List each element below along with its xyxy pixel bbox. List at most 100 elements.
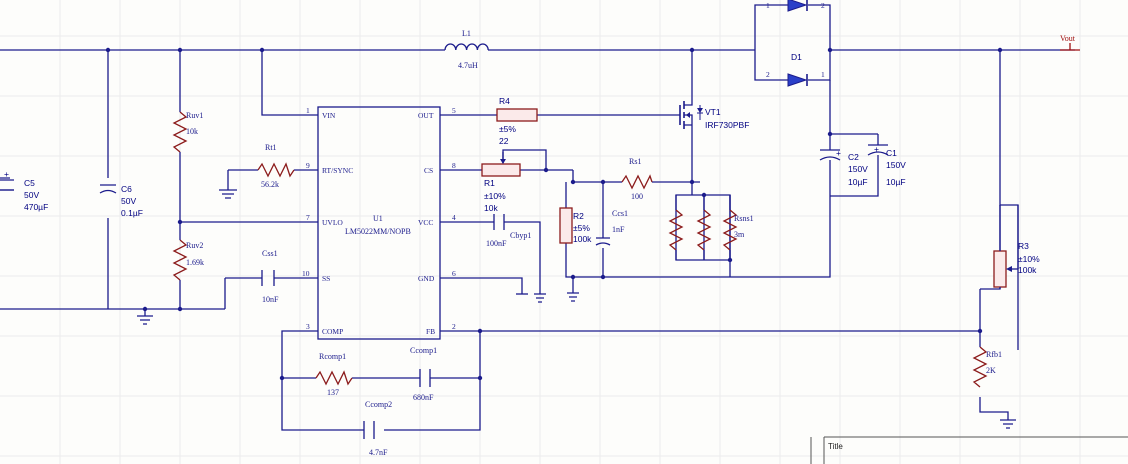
r4-value: 22 bbox=[499, 136, 509, 146]
pin-rt-sync: RT/SYNC bbox=[322, 166, 353, 175]
pin-out: OUT bbox=[418, 111, 434, 120]
wires bbox=[0, 4, 1075, 431]
diode-d1[interactable] bbox=[787, 0, 808, 87]
resistor-ruv1[interactable] bbox=[172, 111, 188, 153]
capacitor-c6[interactable] bbox=[99, 184, 117, 194]
vout-label: Vout bbox=[1060, 34, 1076, 43]
pin-num-9: 9 bbox=[306, 161, 310, 170]
rfb1-ref: Rfb1 bbox=[986, 350, 1002, 359]
r2-value: 100k bbox=[573, 234, 592, 244]
vout-netlabel[interactable] bbox=[1060, 43, 1080, 51]
resistor-r4[interactable] bbox=[496, 108, 538, 122]
d1-ref: D1 bbox=[791, 52, 802, 62]
rt1-value: 56.2k bbox=[261, 180, 279, 189]
rsns1-ref: Rsns1 bbox=[734, 214, 754, 223]
capacitor-c2[interactable] bbox=[819, 149, 841, 165]
pin-num-8: 8 bbox=[452, 161, 456, 170]
c6-ref: C6 bbox=[121, 184, 132, 194]
capacitor-c1[interactable] bbox=[867, 144, 889, 175]
capacitor-c5[interactable] bbox=[0, 179, 14, 191]
pin-num-1: 1 bbox=[306, 106, 310, 115]
pin-cs: CS bbox=[424, 166, 433, 175]
l1-value: 4.7uH bbox=[458, 61, 478, 70]
ruv2-value: 1.69k bbox=[186, 258, 204, 267]
ccomp1-value: 680nF bbox=[413, 393, 434, 402]
d1-pin-b: 2 bbox=[821, 1, 825, 10]
r4-tolerance: ±5% bbox=[499, 124, 516, 134]
rsns-leads bbox=[675, 195, 731, 260]
ccomp1-ref: Ccomp1 bbox=[410, 346, 437, 355]
ruv1-value: 10k bbox=[186, 127, 198, 136]
c5-plus: + bbox=[4, 169, 9, 179]
pin-num-5: 5 bbox=[452, 106, 456, 115]
c1-value: 10µF bbox=[886, 177, 906, 187]
title-label: Title bbox=[828, 442, 843, 451]
resistor-rsns1[interactable] bbox=[668, 209, 738, 251]
ccs1-ref: Ccs1 bbox=[612, 209, 628, 218]
rt1-ref: Rt1 bbox=[265, 143, 277, 152]
r4-ref: R4 bbox=[499, 96, 510, 106]
pin-num-10: 10 bbox=[302, 269, 310, 278]
r2-ref: R2 bbox=[573, 211, 584, 221]
pin-comp: COMP bbox=[322, 327, 343, 336]
pin-gnd: GND bbox=[418, 274, 435, 283]
c1-plus: + bbox=[874, 144, 879, 154]
c1-ref: C1 bbox=[886, 148, 897, 158]
l1-ref: L1 bbox=[462, 29, 471, 38]
r2-tolerance: ±5% bbox=[573, 223, 590, 233]
pin-vcc: VCC bbox=[418, 218, 433, 227]
r1-ref: R1 bbox=[484, 178, 495, 188]
pin-num-3: 3 bbox=[306, 322, 310, 331]
resistor-r2[interactable] bbox=[559, 207, 573, 244]
rcomp1-ref: Rcomp1 bbox=[319, 352, 346, 361]
c1-voltage: 150V bbox=[886, 160, 906, 170]
potentiometer-r1[interactable] bbox=[481, 152, 521, 177]
capacitor-cbyp1[interactable] bbox=[493, 214, 505, 230]
r3-ref: R3 bbox=[1018, 241, 1029, 251]
resistor-rs1[interactable] bbox=[621, 174, 653, 190]
pin-fb: FB bbox=[426, 327, 435, 336]
c2-value: 10µF bbox=[848, 177, 868, 187]
ruv2-ref: Ruv2 bbox=[186, 241, 203, 250]
rcomp1-value: 137 bbox=[327, 388, 339, 397]
resistor-rfb1[interactable] bbox=[972, 346, 988, 388]
rs1-ref: Rs1 bbox=[629, 157, 641, 166]
ccomp2-value: 4.7nF bbox=[369, 448, 388, 457]
resistor-rcomp1[interactable] bbox=[315, 370, 353, 386]
c5-value: 470µF bbox=[24, 202, 48, 212]
ground-symbols bbox=[137, 189, 1016, 429]
d1-pin-a: 1 bbox=[766, 1, 770, 10]
pin-num-6: 6 bbox=[452, 269, 456, 278]
capacitor-css1[interactable] bbox=[261, 270, 275, 286]
resistor-ruv2[interactable] bbox=[172, 239, 188, 281]
ruv1-ref: Ruv1 bbox=[186, 111, 203, 120]
ccs1-value: 1nF bbox=[612, 225, 625, 234]
pin-num-7: 7 bbox=[306, 213, 310, 222]
vt1-part: IRF730PBF bbox=[705, 120, 749, 130]
pin-num-2: 2 bbox=[452, 322, 456, 331]
d2-pin-b: 1 bbox=[821, 70, 825, 79]
potentiometer-r3[interactable] bbox=[993, 250, 1018, 288]
resistor-rt1[interactable] bbox=[257, 162, 295, 178]
c2-voltage: 150V bbox=[848, 164, 868, 174]
ccomp2-ref: Ccomp2 bbox=[365, 400, 392, 409]
pin-uvlo: UVLO bbox=[322, 218, 343, 227]
r3-tolerance: ±10% bbox=[1018, 254, 1040, 264]
c2-ref: C2 bbox=[848, 152, 859, 162]
c6-voltage: 50V bbox=[121, 196, 136, 206]
c6-value: 0.1µF bbox=[121, 208, 143, 218]
u1-ref: U1 bbox=[373, 214, 383, 223]
capacitor-ccs1[interactable] bbox=[595, 237, 611, 246]
cbyp1-value: 100nF bbox=[486, 239, 507, 248]
ic-u1[interactable] bbox=[317, 106, 441, 340]
title-block bbox=[810, 436, 1128, 464]
c2-plus: + bbox=[836, 148, 841, 158]
inductor-l1[interactable] bbox=[444, 43, 489, 51]
rs1-value: 100 bbox=[631, 192, 643, 201]
d2-pin-a: 2 bbox=[766, 70, 770, 79]
capacitor-ccomp2[interactable] bbox=[363, 421, 375, 439]
mosfet-vt1[interactable] bbox=[679, 97, 703, 129]
capacitor-ccomp1[interactable] bbox=[419, 369, 431, 387]
r3-leads bbox=[999, 205, 1019, 289]
